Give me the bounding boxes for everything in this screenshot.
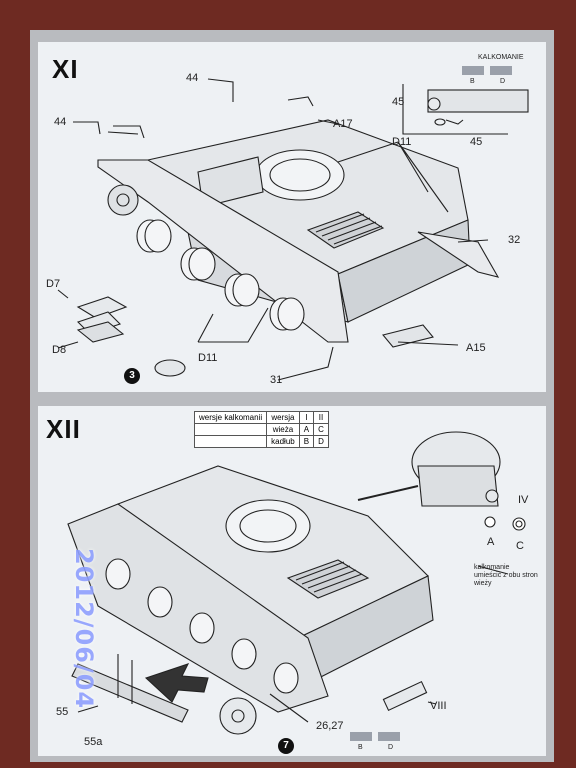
table-cell: D [313, 435, 329, 448]
decal-swatch [350, 732, 372, 741]
decal-c-label: C [516, 540, 524, 552]
part-iv-label: IV [518, 494, 529, 506]
decals-label: KALKOMANIE [478, 54, 524, 61]
table-cell: kadłub [266, 435, 300, 448]
part-44-top-label: 44 [186, 72, 199, 84]
part-44-left-label: 44 [54, 116, 67, 128]
decal-a-label: A [487, 536, 495, 548]
step-number: XII [46, 414, 81, 444]
decal-swatch [490, 66, 512, 75]
part-a15-label: A15 [466, 342, 486, 354]
part-viii-label: VIII [430, 700, 447, 712]
part-d11-top-label: D11 [392, 136, 412, 148]
part-45-label: 45 [470, 136, 483, 148]
tank-hull-drawing [57, 78, 529, 381]
part-45-label: 45 [392, 96, 405, 108]
part-31-label: 31 [270, 374, 283, 386]
step-circle-number: 7 [278, 738, 294, 754]
part-55a-label: 55a [84, 736, 103, 748]
part-d11-bottom-label: D11 [198, 352, 218, 364]
part-d8-label: D8 [52, 344, 67, 356]
part-55-label: 55 [56, 706, 69, 718]
part-32-label: 32 [508, 234, 521, 246]
decal-swatch [378, 732, 400, 741]
decal-versions-table: wersje kalkomanii wersja I II wieża A C … [193, 411, 329, 448]
decal-b-label: B [470, 78, 475, 85]
decal-d-label: D [388, 744, 394, 751]
step-circle-number: 3 [124, 368, 140, 384]
table-cell: B [298, 435, 315, 448]
decal-swatch [462, 66, 484, 75]
part-26-27-label: 26,27 [316, 720, 344, 732]
step-xii-panel: XII wersje kalkomanii wersja I II wieża … [38, 406, 546, 756]
part-d7-label: D7 [46, 278, 61, 290]
table-cell: C [313, 423, 329, 436]
decal-b-label: B [358, 744, 363, 751]
decal-placement-note: kalkomanie umieścić z obu stron wieży [474, 564, 538, 587]
part-a17-label: A17 [333, 118, 353, 130]
step-xi-panel: XI [38, 42, 546, 392]
step-number: XI [52, 54, 79, 84]
decal-d-label: D [500, 78, 506, 85]
tank-assembly-drawing [67, 431, 526, 735]
photo-date-stamp: 2012/06/04 [70, 548, 98, 710]
